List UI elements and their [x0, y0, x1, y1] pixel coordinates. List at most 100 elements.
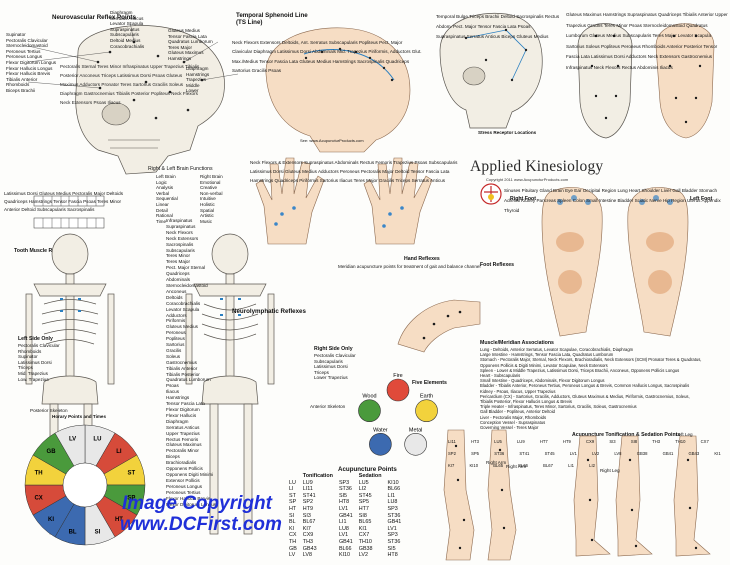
hand-reflex-label: Hamstrings	[250, 178, 274, 183]
temporal-label: Pect. Major Clavicular	[232, 40, 403, 55]
table-cell: BL	[289, 519, 296, 526]
neurovascular-label: Tibialis Posterior	[115, 91, 150, 96]
association-line: Gall Bladder - Popliteus, Anterior Delto…	[480, 409, 555, 415]
neurovascular-item: Levator Scapula	[110, 21, 144, 27]
associations-list: Lung - Deltoids, Anterior Serratus, Leva…	[480, 347, 701, 430]
tooth-labels: Latissimus Dorsi Gluteus Medius Pectoral…	[4, 190, 134, 214]
association-line: Opponens Pollicis & Digiti Minimi, Levat…	[480, 362, 608, 368]
temporal-label: Abdominals	[311, 49, 336, 55]
neurovascular-label: Anconeus	[79, 73, 100, 78]
right-side-item: Subscapularis	[314, 358, 343, 364]
neurolymphatic-item: Biceps	[166, 454, 180, 460]
neurolymphatic-item: Anconeus	[166, 288, 187, 294]
neurolymphatic-item: Peroneus Tertius	[166, 489, 201, 495]
neurovascular-item: Gluteus Medius	[168, 28, 200, 33]
hand-reflex-label: Triceps	[395, 178, 411, 183]
neurovascular-label: Adductors	[79, 82, 101, 87]
neurolymphatic-item: Tibialis Posterior	[166, 371, 200, 377]
table-cell: TH3	[302, 538, 313, 545]
neurolymphatic-item: Quadriceps	[166, 271, 190, 277]
neurolymphatic-item: Serratus Anticus	[166, 424, 200, 430]
acupoint-label: LI1	[568, 463, 574, 468]
horary-segment-label: CX	[34, 495, 42, 501]
poster-copyright: Copyright 2011 www.AcupuncturProducts.co…	[486, 177, 569, 182]
poster-title: Applied Kinesiology	[470, 158, 604, 175]
head-point-label: Adductors	[625, 54, 647, 60]
foot-reflex-label: Stomach	[698, 188, 718, 193]
neurovascular-item: Gluteus Maximus	[168, 50, 204, 56]
horary-center	[62, 462, 108, 508]
association-line: Tibialis Posterior, Flexor Hallucis Long…	[480, 399, 573, 405]
table-cell: ST36	[387, 538, 401, 545]
head-point-label: Sartorius	[566, 43, 585, 49]
neurolymphatic-item: Flexor Hallucis	[166, 412, 197, 418]
table-cell: CX9	[302, 532, 314, 539]
right-brain-item: Holistic	[200, 201, 215, 207]
element-label: Water	[373, 427, 388, 433]
foot-reflex-label: Sinuses	[504, 188, 521, 193]
hand-reflex-label: Teres Major	[353, 178, 378, 183]
hand-reflex-label: Psoas	[414, 160, 428, 165]
acupoint-label: KI10	[469, 463, 479, 468]
association-line: Pericardium (CX) - Sartorius, Gracilis, …	[480, 393, 690, 399]
neurolymphatic-item: Iliacus	[166, 389, 180, 395]
table-cell: BL66	[387, 486, 401, 493]
neurovascular-item: Subscapularis	[110, 32, 139, 38]
table-cell: KI	[289, 525, 295, 532]
neurovascular-label: Iliacus	[107, 100, 121, 105]
horary-segment-label: KI	[48, 517, 54, 523]
watermark-line-2: www.DCFirst.com	[120, 514, 282, 535]
right-side-item: Pectoralis Clavicular	[314, 353, 356, 358]
foot-reflex-label: Kidney	[521, 198, 536, 203]
head-point-label: Rectus Abdominis	[621, 64, 659, 70]
neurolymphatic-item: Opponens Pollicis	[166, 466, 203, 472]
stress-receptor-label: Tensor Fascia Lata	[477, 24, 517, 29]
stress-receptor-label: Pect. Major	[453, 24, 477, 29]
hand-reflex-label: Subscapularis	[428, 160, 458, 165]
watermark-line-1: Image Copyright	[122, 493, 272, 514]
neurolymphatic-item: Neck Extensors	[166, 235, 199, 241]
head-point-label: Subscapularis	[622, 33, 652, 39]
table-cell: BL66	[338, 545, 352, 552]
right-side-item: Triceps	[314, 369, 329, 375]
temporal-label: Piriformis, Adductors	[368, 49, 411, 55]
stress-receptor-label: Gluteus Medius	[516, 34, 549, 39]
temporal-heading: Temporal Sphenoid Line	[236, 12, 308, 19]
neurolymphatic-item: Peroneus	[166, 330, 186, 336]
limbs-illustration	[443, 429, 711, 561]
element-label: Wood	[362, 394, 376, 400]
left-brain-item: Linear	[156, 201, 169, 207]
neurovascular-item: Hamstrings	[168, 55, 192, 61]
head-point-label: Teres Minor	[603, 22, 628, 28]
table-cell: LI11	[302, 486, 313, 493]
neurolymphatic-item: Tibialis Anterior	[166, 365, 198, 371]
neurovascular-label: Popliteus	[150, 91, 170, 96]
right-brain-item: Right Brain	[200, 174, 223, 179]
table-cell: SI	[289, 512, 295, 519]
neurolymphatic-item: Gastrocnemius	[166, 359, 197, 365]
table-cell: LV	[289, 552, 296, 559]
table-cell: SP2	[302, 499, 313, 506]
foot-heading: Foot Reflexes	[480, 262, 515, 268]
left-brain-item: Rational	[156, 213, 173, 219]
neurovascular-label: Psoas	[93, 100, 107, 105]
neurovascular-label: Latissimus Dorsi	[117, 73, 151, 78]
neurovascular-label: Diaphragm	[60, 91, 83, 96]
neurovascular-label: Teres Minor	[97, 64, 122, 69]
hand-reflex-label: Deltoid	[395, 169, 410, 174]
column-header: Tonification	[302, 473, 333, 479]
temporal-label: Psoas	[268, 68, 282, 74]
tooth-chart-illustration	[33, 195, 105, 229]
neurovascular-item: Deltoid Medius	[110, 37, 141, 43]
temporal-subheading: (TS Line)	[236, 19, 263, 26]
table-cell: LU9	[302, 479, 313, 486]
element-circle	[369, 432, 392, 456]
stress-receptor-label: Biceps	[501, 34, 516, 39]
neurolymphatic-item: Sternocleidomastoid	[166, 282, 208, 288]
neurovascular-item: Lower	[186, 88, 199, 94]
table-cell: CX	[289, 532, 297, 539]
head-point-label: Gastrocnemius	[681, 54, 713, 60]
